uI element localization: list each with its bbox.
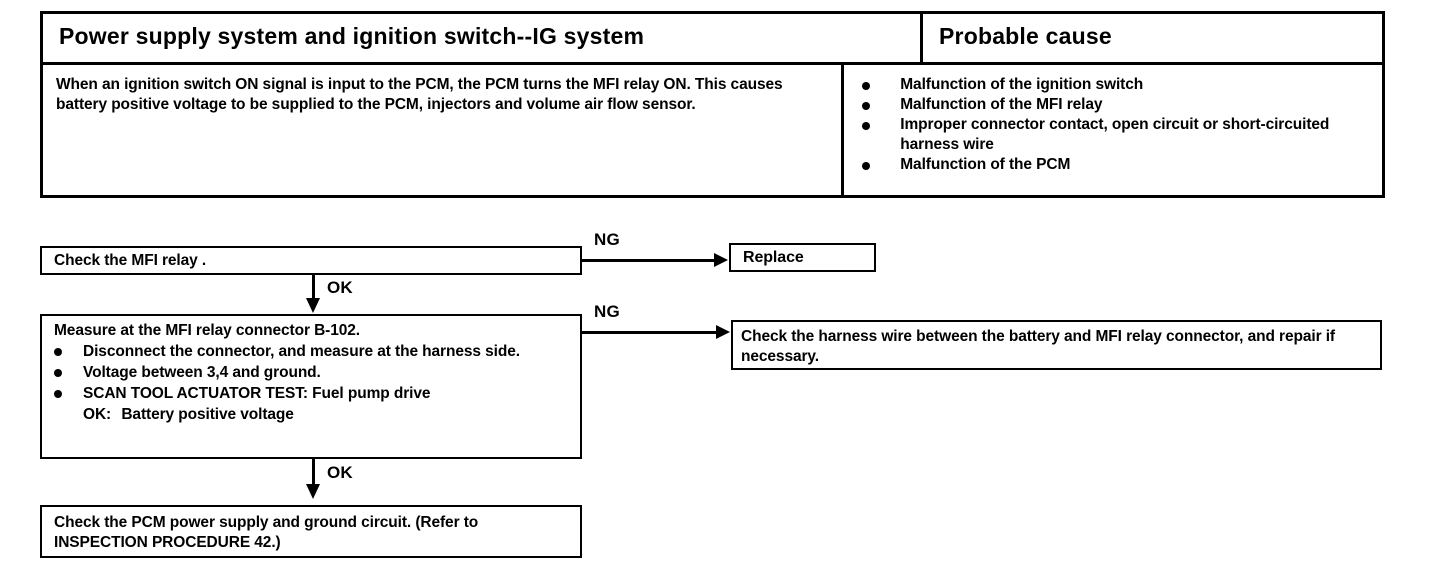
bullet-icon <box>54 348 62 356</box>
list-item: Improper connector contact, open circuit… <box>862 115 1374 155</box>
connector-ng-1-arrowhead <box>714 253 728 267</box>
connector-ng-2-arrowhead <box>716 325 730 339</box>
flow-step-text: Check the MFI relay . <box>54 252 207 269</box>
measure-item-text: Fuel pump drive <box>312 385 431 402</box>
flow-step-text: Replace <box>743 249 804 266</box>
list-item: Voltage between 3,4 and ground. <box>54 362 574 383</box>
list-item: Malfunction of the ignition switch <box>862 75 1374 95</box>
measure-item-list: Disconnect the connector, and measure at… <box>42 341 580 425</box>
measure-title: Measure at the MFI relay connector B-102… <box>54 322 360 339</box>
flow-step-text: Check the harness wire between the batte… <box>741 328 1335 365</box>
flow-step-replace: Replace <box>729 243 876 272</box>
symptom-table: Power supply system and ignition switch-… <box>40 11 1385 198</box>
flow-step-text: Check the PCM power supply and ground ci… <box>54 514 479 551</box>
measure-item-label-scan-tool: SCAN TOOL ACTUATOR TEST: <box>83 385 308 402</box>
connector-ok-1-arrowhead <box>306 298 320 313</box>
flow-step-check-harness-wire: Check the harness wire between the batte… <box>731 320 1382 370</box>
flow-step-measure-relay-connector: Measure at the MFI relay connector B-102… <box>40 314 582 459</box>
edge-label-ng-1: NG <box>594 230 620 249</box>
flow-step-check-mfi-relay: Check the MFI relay . <box>40 246 582 275</box>
cause-text: Improper connector contact, open circuit… <box>900 116 1330 153</box>
cause-text: Malfunction of the ignition switch <box>900 76 1144 93</box>
connector-ok-2-arrowhead <box>306 484 320 499</box>
probable-cause-title: Probable cause <box>939 23 1112 49</box>
connector-ok-1-line <box>312 275 315 301</box>
bullet-icon <box>862 82 871 90</box>
flow-step-check-pcm-power-supply: Check the PCM power supply and ground ci… <box>40 505 582 558</box>
table-header-row: Power supply system and ignition switch-… <box>43 14 1382 65</box>
connector-ng-1-line <box>582 259 715 262</box>
bullet-icon <box>862 102 871 110</box>
edge-label-ok-2: OK <box>327 463 353 482</box>
measure-item-text: Disconnect the connector, and measure at… <box>83 343 520 360</box>
bullet-icon <box>862 122 871 130</box>
system-title: Power supply system and ignition switch-… <box>59 23 645 49</box>
list-item: Malfunction of the MFI relay <box>862 95 1374 115</box>
edge-label-ok-1: OK <box>327 278 353 297</box>
connector-ng-2-line <box>582 331 717 334</box>
bullet-icon <box>862 162 871 170</box>
table-header-cell-system: Power supply system and ignition switch-… <box>43 14 923 62</box>
bullet-icon <box>54 390 62 398</box>
measure-item-label-ok: OK: <box>83 406 112 423</box>
cause-text: Malfunction of the MFI relay <box>900 96 1103 113</box>
system-description: When an ignition switch ON signal is inp… <box>56 76 783 113</box>
cause-text: Malfunction of the PCM <box>900 156 1071 173</box>
table-body-row: When an ignition switch ON signal is inp… <box>43 65 1382 195</box>
probable-cause-list: Malfunction of the ignition switch Malfu… <box>844 65 1382 175</box>
connector-ok-2-line <box>312 459 315 487</box>
edge-label-ng-2: NG <box>594 302 620 321</box>
table-body-cell-description: When an ignition switch ON signal is inp… <box>43 65 845 195</box>
list-item: Disconnect the connector, and measure at… <box>54 341 574 362</box>
bullet-icon <box>54 369 62 377</box>
measure-item-text: Voltage between 3,4 and ground. <box>83 364 321 381</box>
list-item: Malfunction of the PCM <box>862 155 1374 175</box>
table-header-cell-cause: Probable cause <box>923 14 1382 62</box>
measure-item-text: Battery positive voltage <box>121 406 294 423</box>
list-item: OK: Battery positive voltage <box>54 404 574 425</box>
list-item: SCAN TOOL ACTUATOR TEST: Fuel pump drive <box>54 383 574 404</box>
table-body-cell-causes: Malfunction of the ignition switch Malfu… <box>844 65 1382 195</box>
